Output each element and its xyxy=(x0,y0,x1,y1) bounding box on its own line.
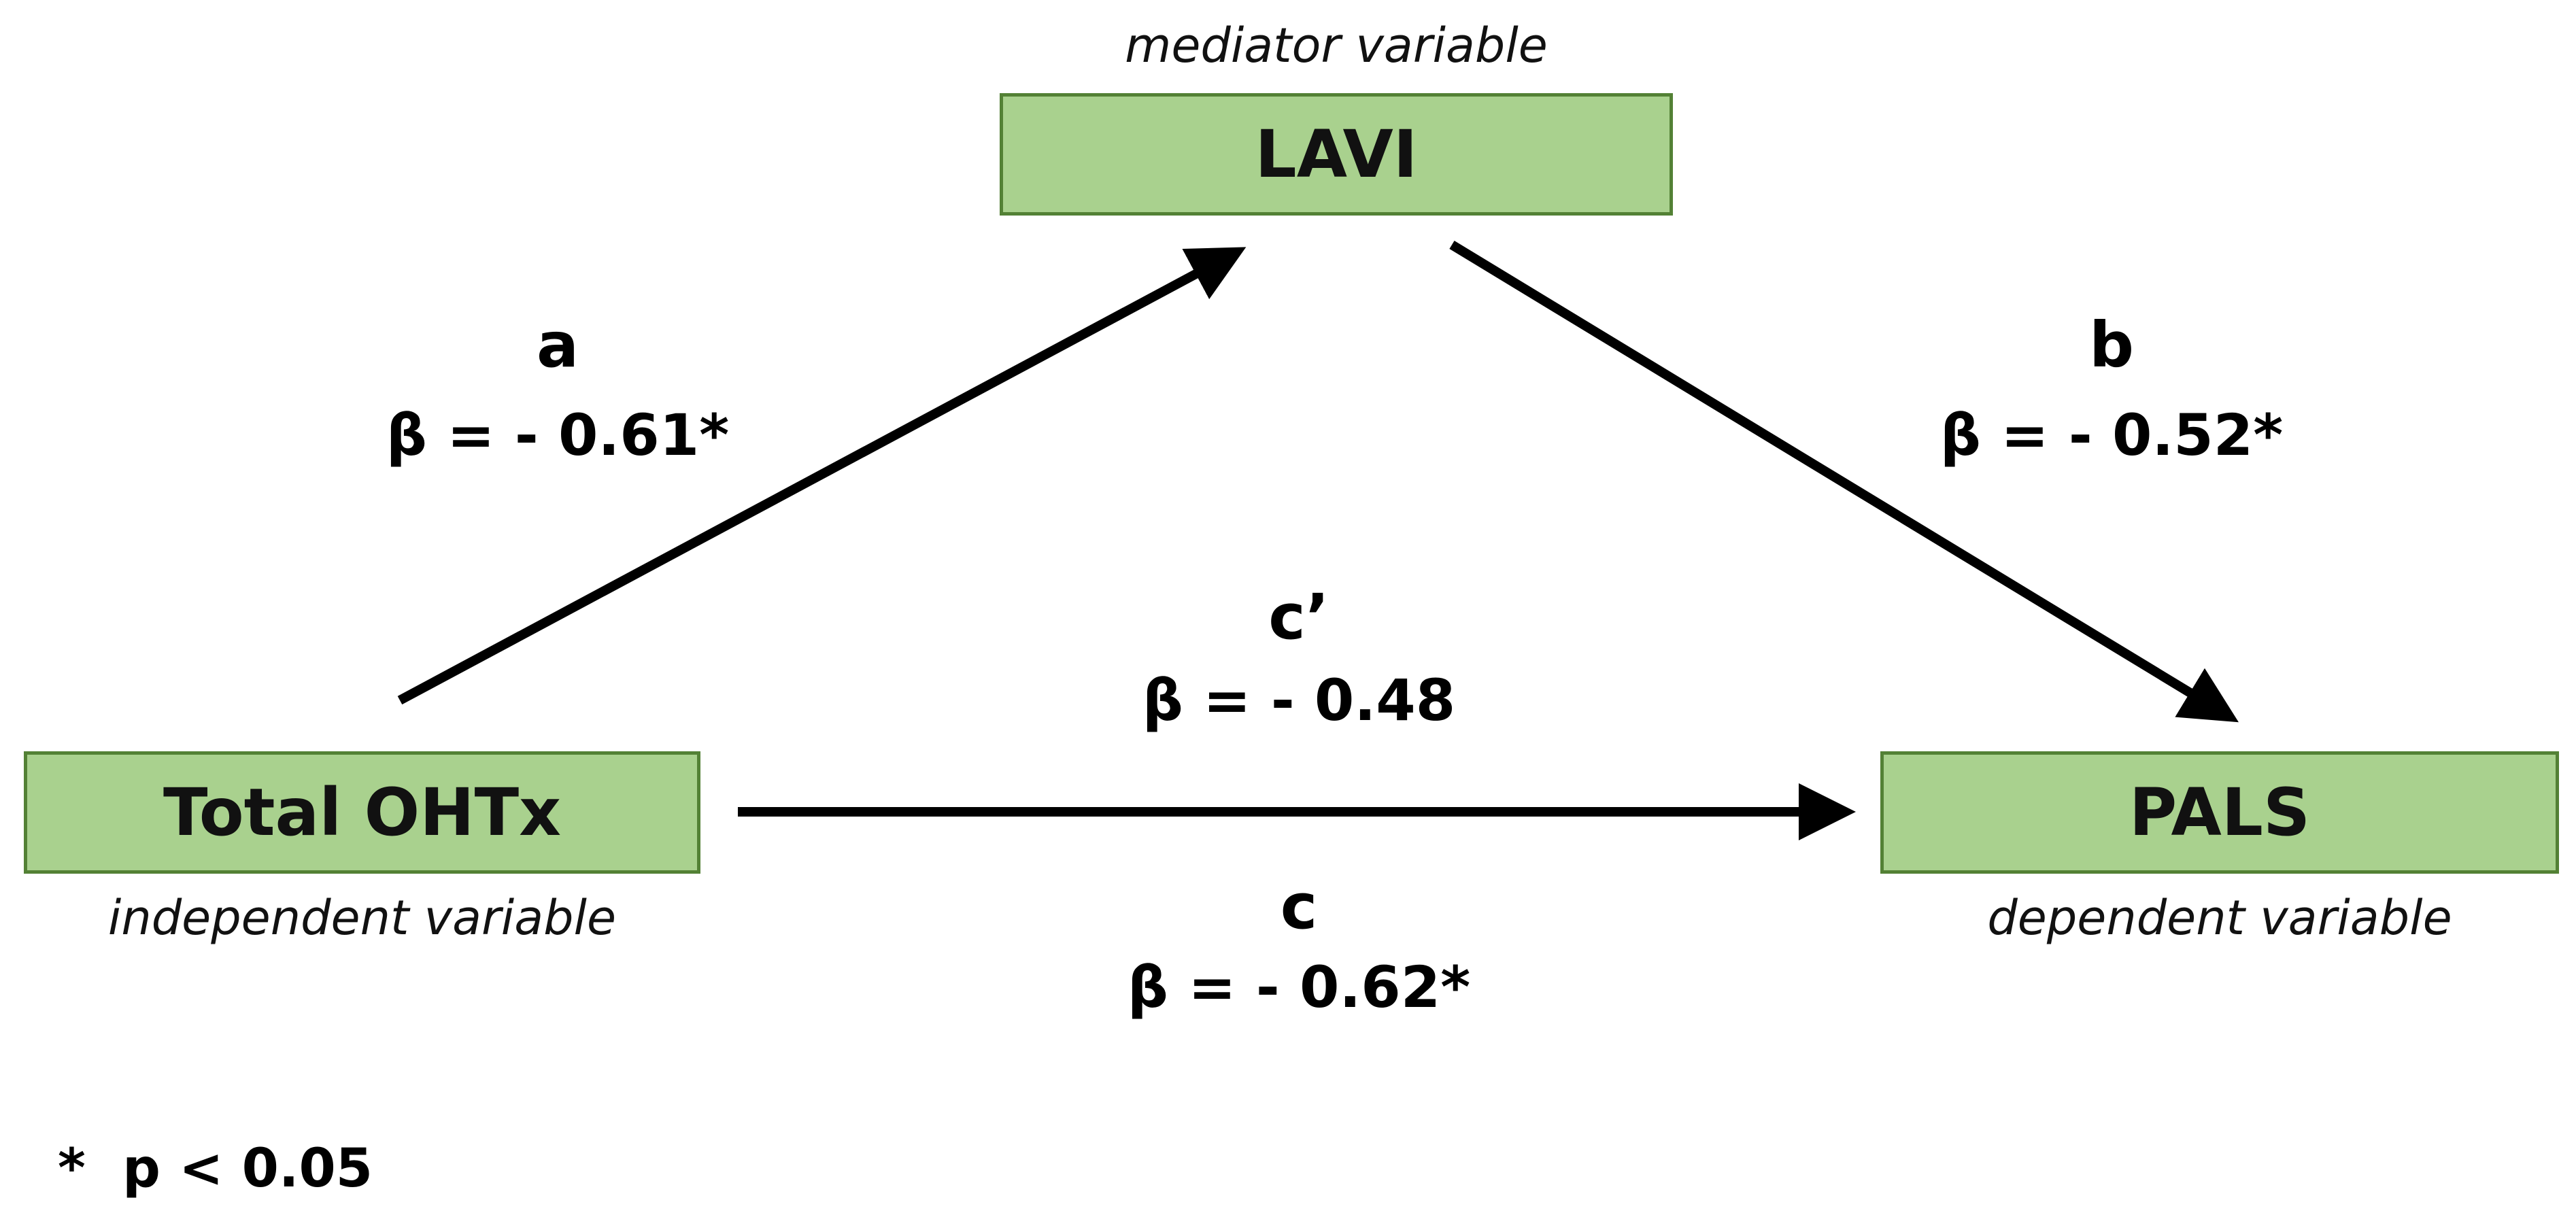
dependent-box: PALS xyxy=(1880,751,2559,874)
mediator-box: LAVI xyxy=(1000,93,1673,216)
independent-role-label: independent variable xyxy=(107,890,617,946)
path-a-beta: β = - 0.61* xyxy=(386,402,730,468)
path-c-letter: c xyxy=(1280,870,1318,943)
mediator-role-label: mediator variable xyxy=(1125,18,1548,73)
path-b-letter: b xyxy=(2089,309,2134,381)
significance-footnote: * p < 0.05 xyxy=(58,1138,373,1199)
arrow-b xyxy=(1449,241,2239,723)
path-b-beta: β = - 0.52* xyxy=(1939,402,2284,468)
arrow-a xyxy=(397,247,1247,705)
dependent-role-label: dependent variable xyxy=(1987,890,2452,946)
path-c-prime-letter: c’ xyxy=(1268,581,1329,653)
independent-box: Total OHTx xyxy=(24,751,700,874)
path-c-beta: β = - 0.62* xyxy=(1127,954,1471,1021)
path-c-prime-beta: β = - 0.48 xyxy=(1142,667,1456,734)
path-a-letter: a xyxy=(536,309,579,381)
